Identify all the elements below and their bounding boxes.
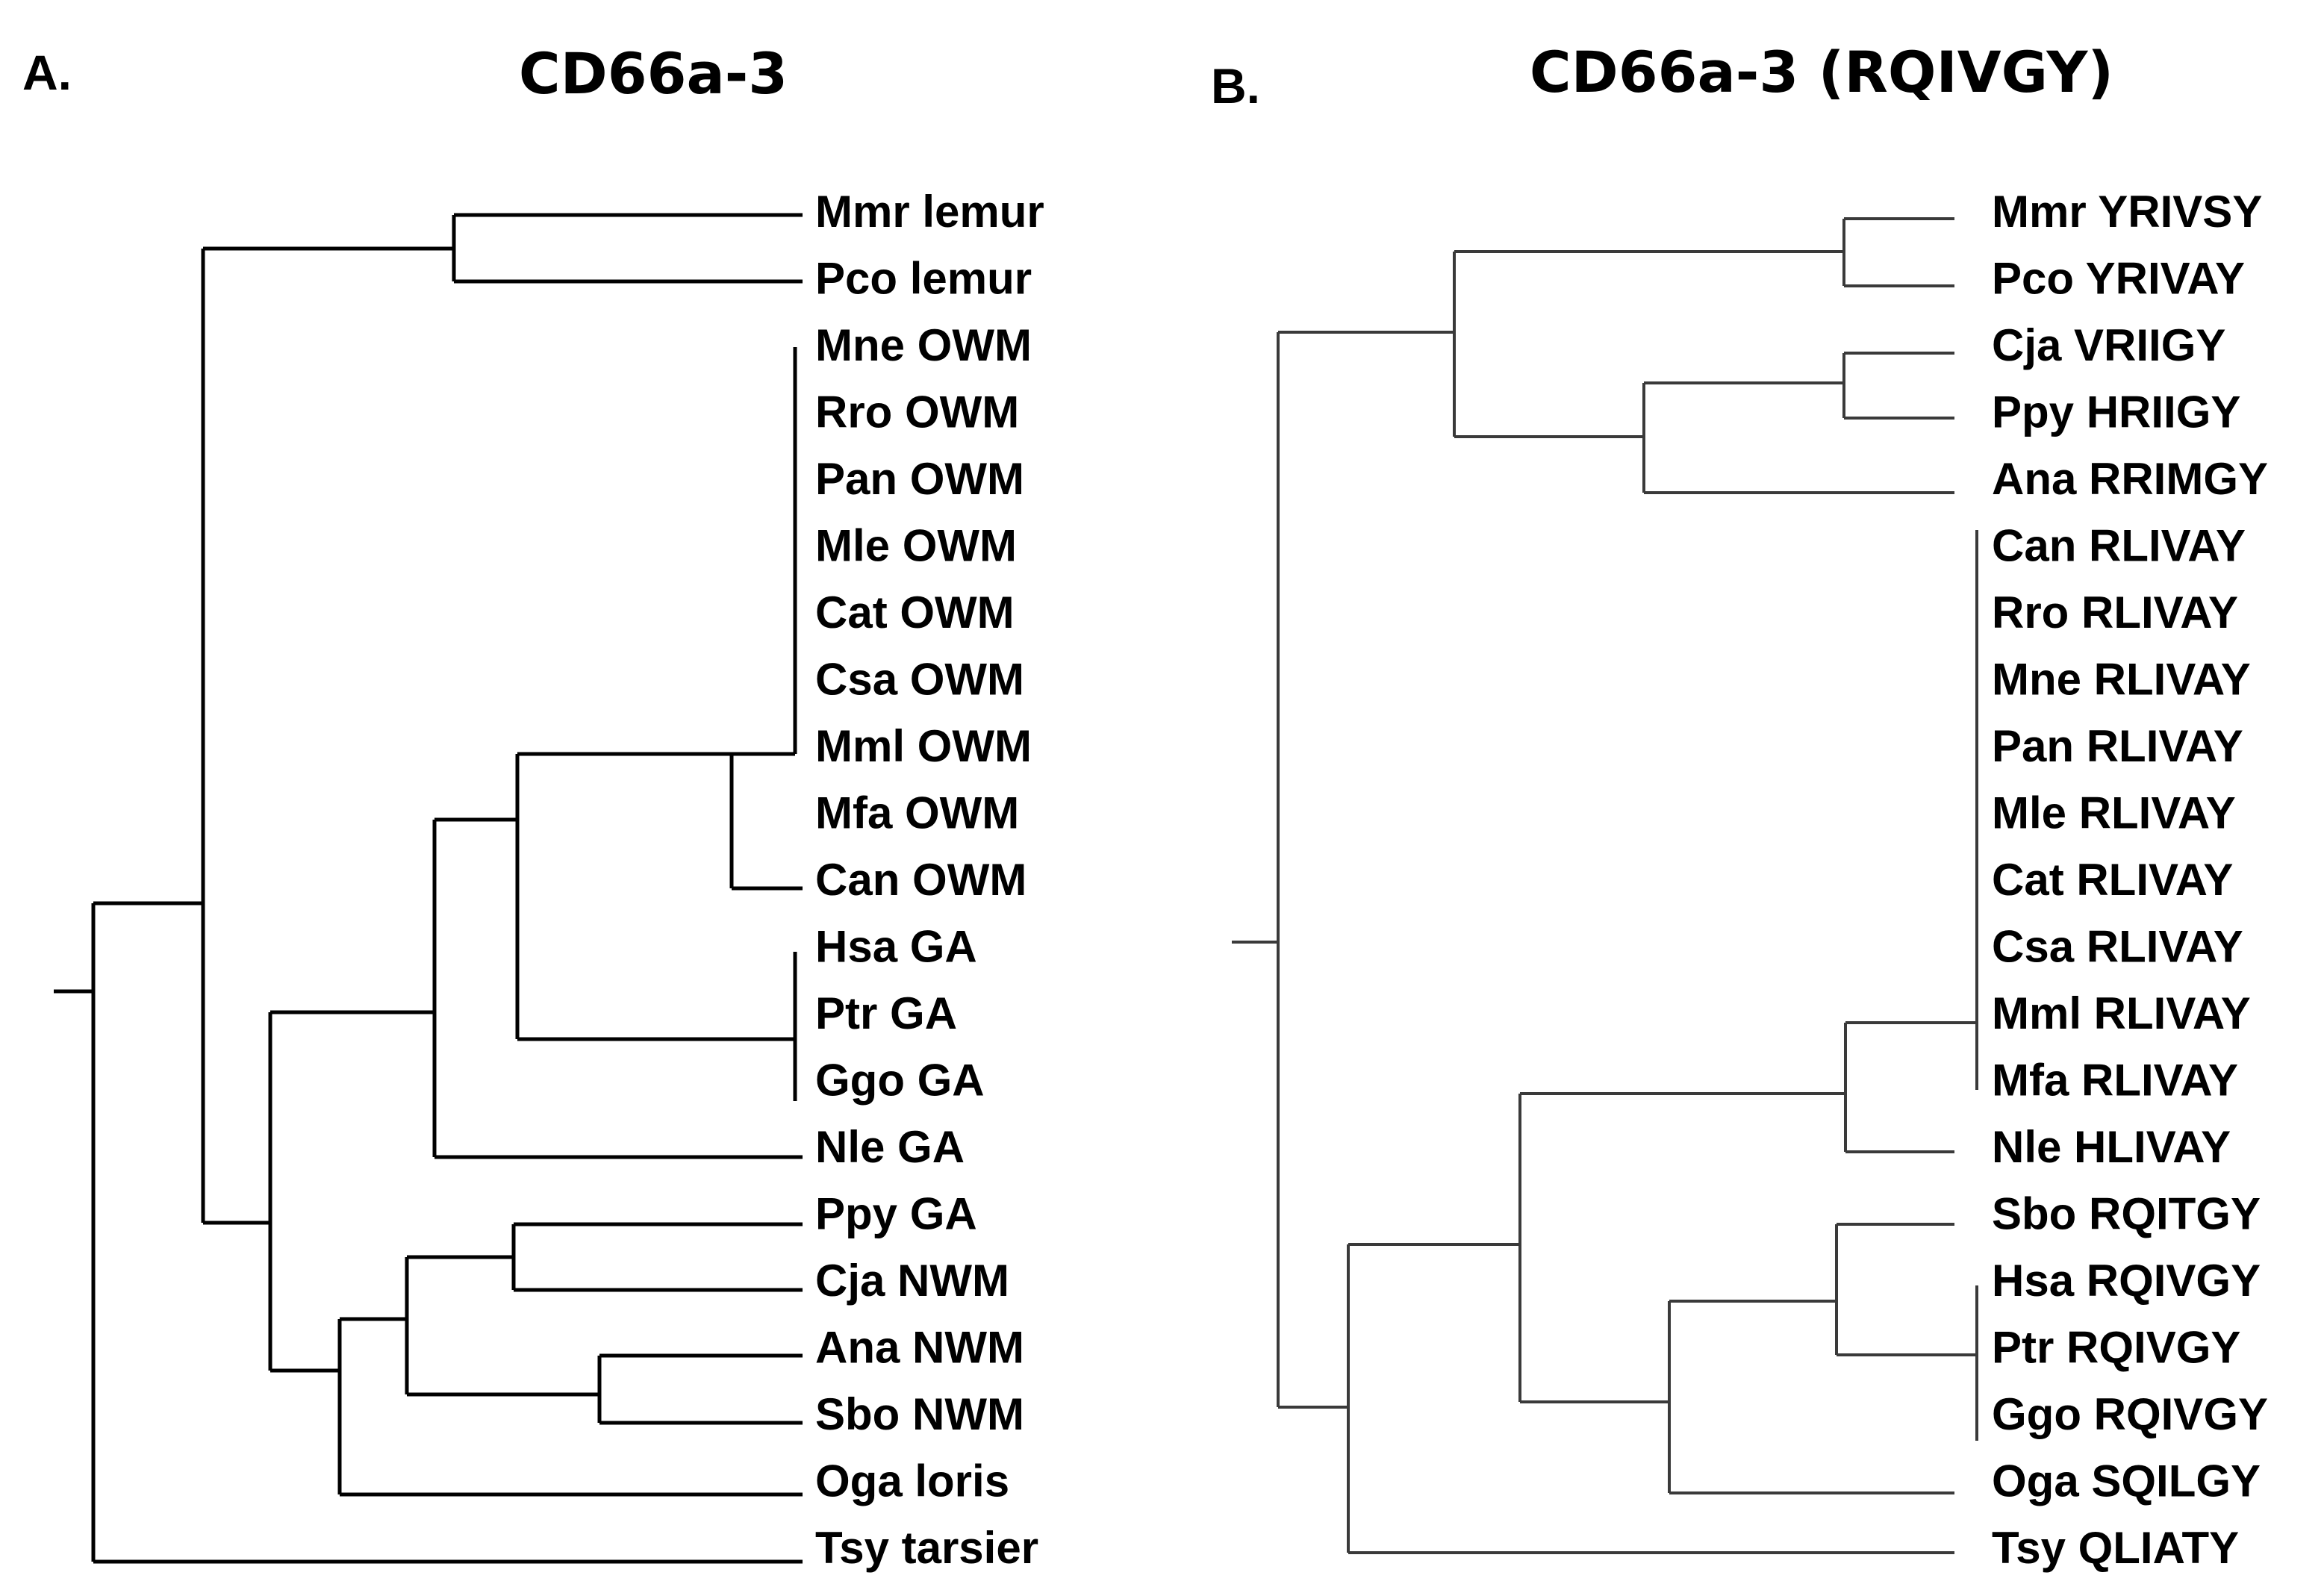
leaf-label: Mmr lemur — [815, 187, 1044, 237]
leaf-label: Nle GA — [815, 1122, 965, 1172]
leaf-label: Csa OWM — [815, 654, 1024, 704]
leaf-label: Mne OWM — [815, 320, 1032, 370]
panel-b-title: CD66a-3 (RQIVGY) — [1530, 39, 2113, 105]
tree-b-branches — [1232, 217, 1978, 1554]
leaf-label: Ggo GA — [815, 1055, 985, 1105]
panel-a-tree — [54, 213, 803, 1564]
leaf-label: Ppy HRIIGY — [1992, 387, 2240, 437]
leaf-label: Rro RLIVAY — [1992, 587, 2238, 638]
tree-a-branches — [54, 213, 803, 1564]
leaf-label: Mfa RLIVAY — [1992, 1055, 2238, 1105]
leaf-label: Mml OWM — [815, 721, 1032, 771]
leaf-label: Can OWM — [815, 855, 1027, 905]
leaf-label: Hsa RQIVGY — [1992, 1256, 2261, 1306]
leaf-label: Ppy GA — [815, 1188, 977, 1238]
leaf-label: Mle RLIVAY — [1992, 788, 2236, 838]
leaf-label: Sbo RQITGY — [1992, 1188, 2261, 1238]
leaf-label: Ana NWM — [815, 1322, 1024, 1372]
leaf-label: Pan OWM — [815, 454, 1024, 504]
leaf-label: Csa RLIVAY — [1992, 921, 2243, 971]
leaf-label: Mmr YRIVSY — [1992, 187, 2262, 237]
leaf-label: Cja VRIIGY — [1992, 320, 2225, 370]
leaf-label: Rro OWM — [815, 387, 1019, 437]
panel-b: B. CD66a-3 (RQIVGY) Mmr YRIVSY Pco YRIVAY… — [1211, 39, 2268, 1573]
panel-a-title: CD66a-3 — [519, 40, 788, 107]
leaf-label: Hsa GA — [815, 921, 977, 971]
panel-b-letter: B. — [1211, 58, 1260, 113]
leaf-label: Mle OWM — [815, 520, 1017, 570]
leaf-label: Tsy tarsier — [815, 1523, 1038, 1573]
leaf-label: Pco YRIVAY — [1992, 253, 2245, 303]
leaf-label: Ana RRIMGY — [1992, 454, 2268, 504]
leaf-label: Cat OWM — [815, 587, 1015, 638]
leaf-label: Mfa OWM — [815, 788, 1019, 838]
leaf-label: Can RLIVAY — [1992, 520, 2246, 570]
panel-b-leaf-labels: Mmr YRIVSY Pco YRIVAY Cja VRIIGY Ppy HRIIGY… — [1992, 187, 2268, 1573]
leaf-label: Tsy QLIATY — [1992, 1523, 2239, 1573]
leaf-label: Cat RLIVAY — [1992, 855, 2233, 905]
leaf-label: Oga loris — [815, 1456, 1009, 1506]
panel-a-letter: A. — [22, 45, 72, 100]
leaf-label: Pan RLIVAY — [1992, 721, 2243, 771]
leaf-label: Cja NWM — [815, 1256, 1009, 1306]
leaf-label: Mne RLIVAY — [1992, 654, 2251, 704]
leaf-label: Ggo RQIVGY — [1992, 1389, 2268, 1439]
leaf-label: Oga SQILGY — [1992, 1456, 2261, 1506]
leaf-label: Ptr GA — [815, 988, 957, 1038]
leaf-label: Pco lemur — [815, 253, 1032, 303]
leaf-label: Ptr RQIVGY — [1992, 1322, 2240, 1372]
leaf-label: Sbo NWM — [815, 1389, 1024, 1439]
leaf-label: Mml RLIVAY — [1992, 988, 2251, 1038]
leaf-label: Nle HLIVAY — [1992, 1122, 2231, 1172]
panel-b-tree — [1232, 217, 1978, 1554]
